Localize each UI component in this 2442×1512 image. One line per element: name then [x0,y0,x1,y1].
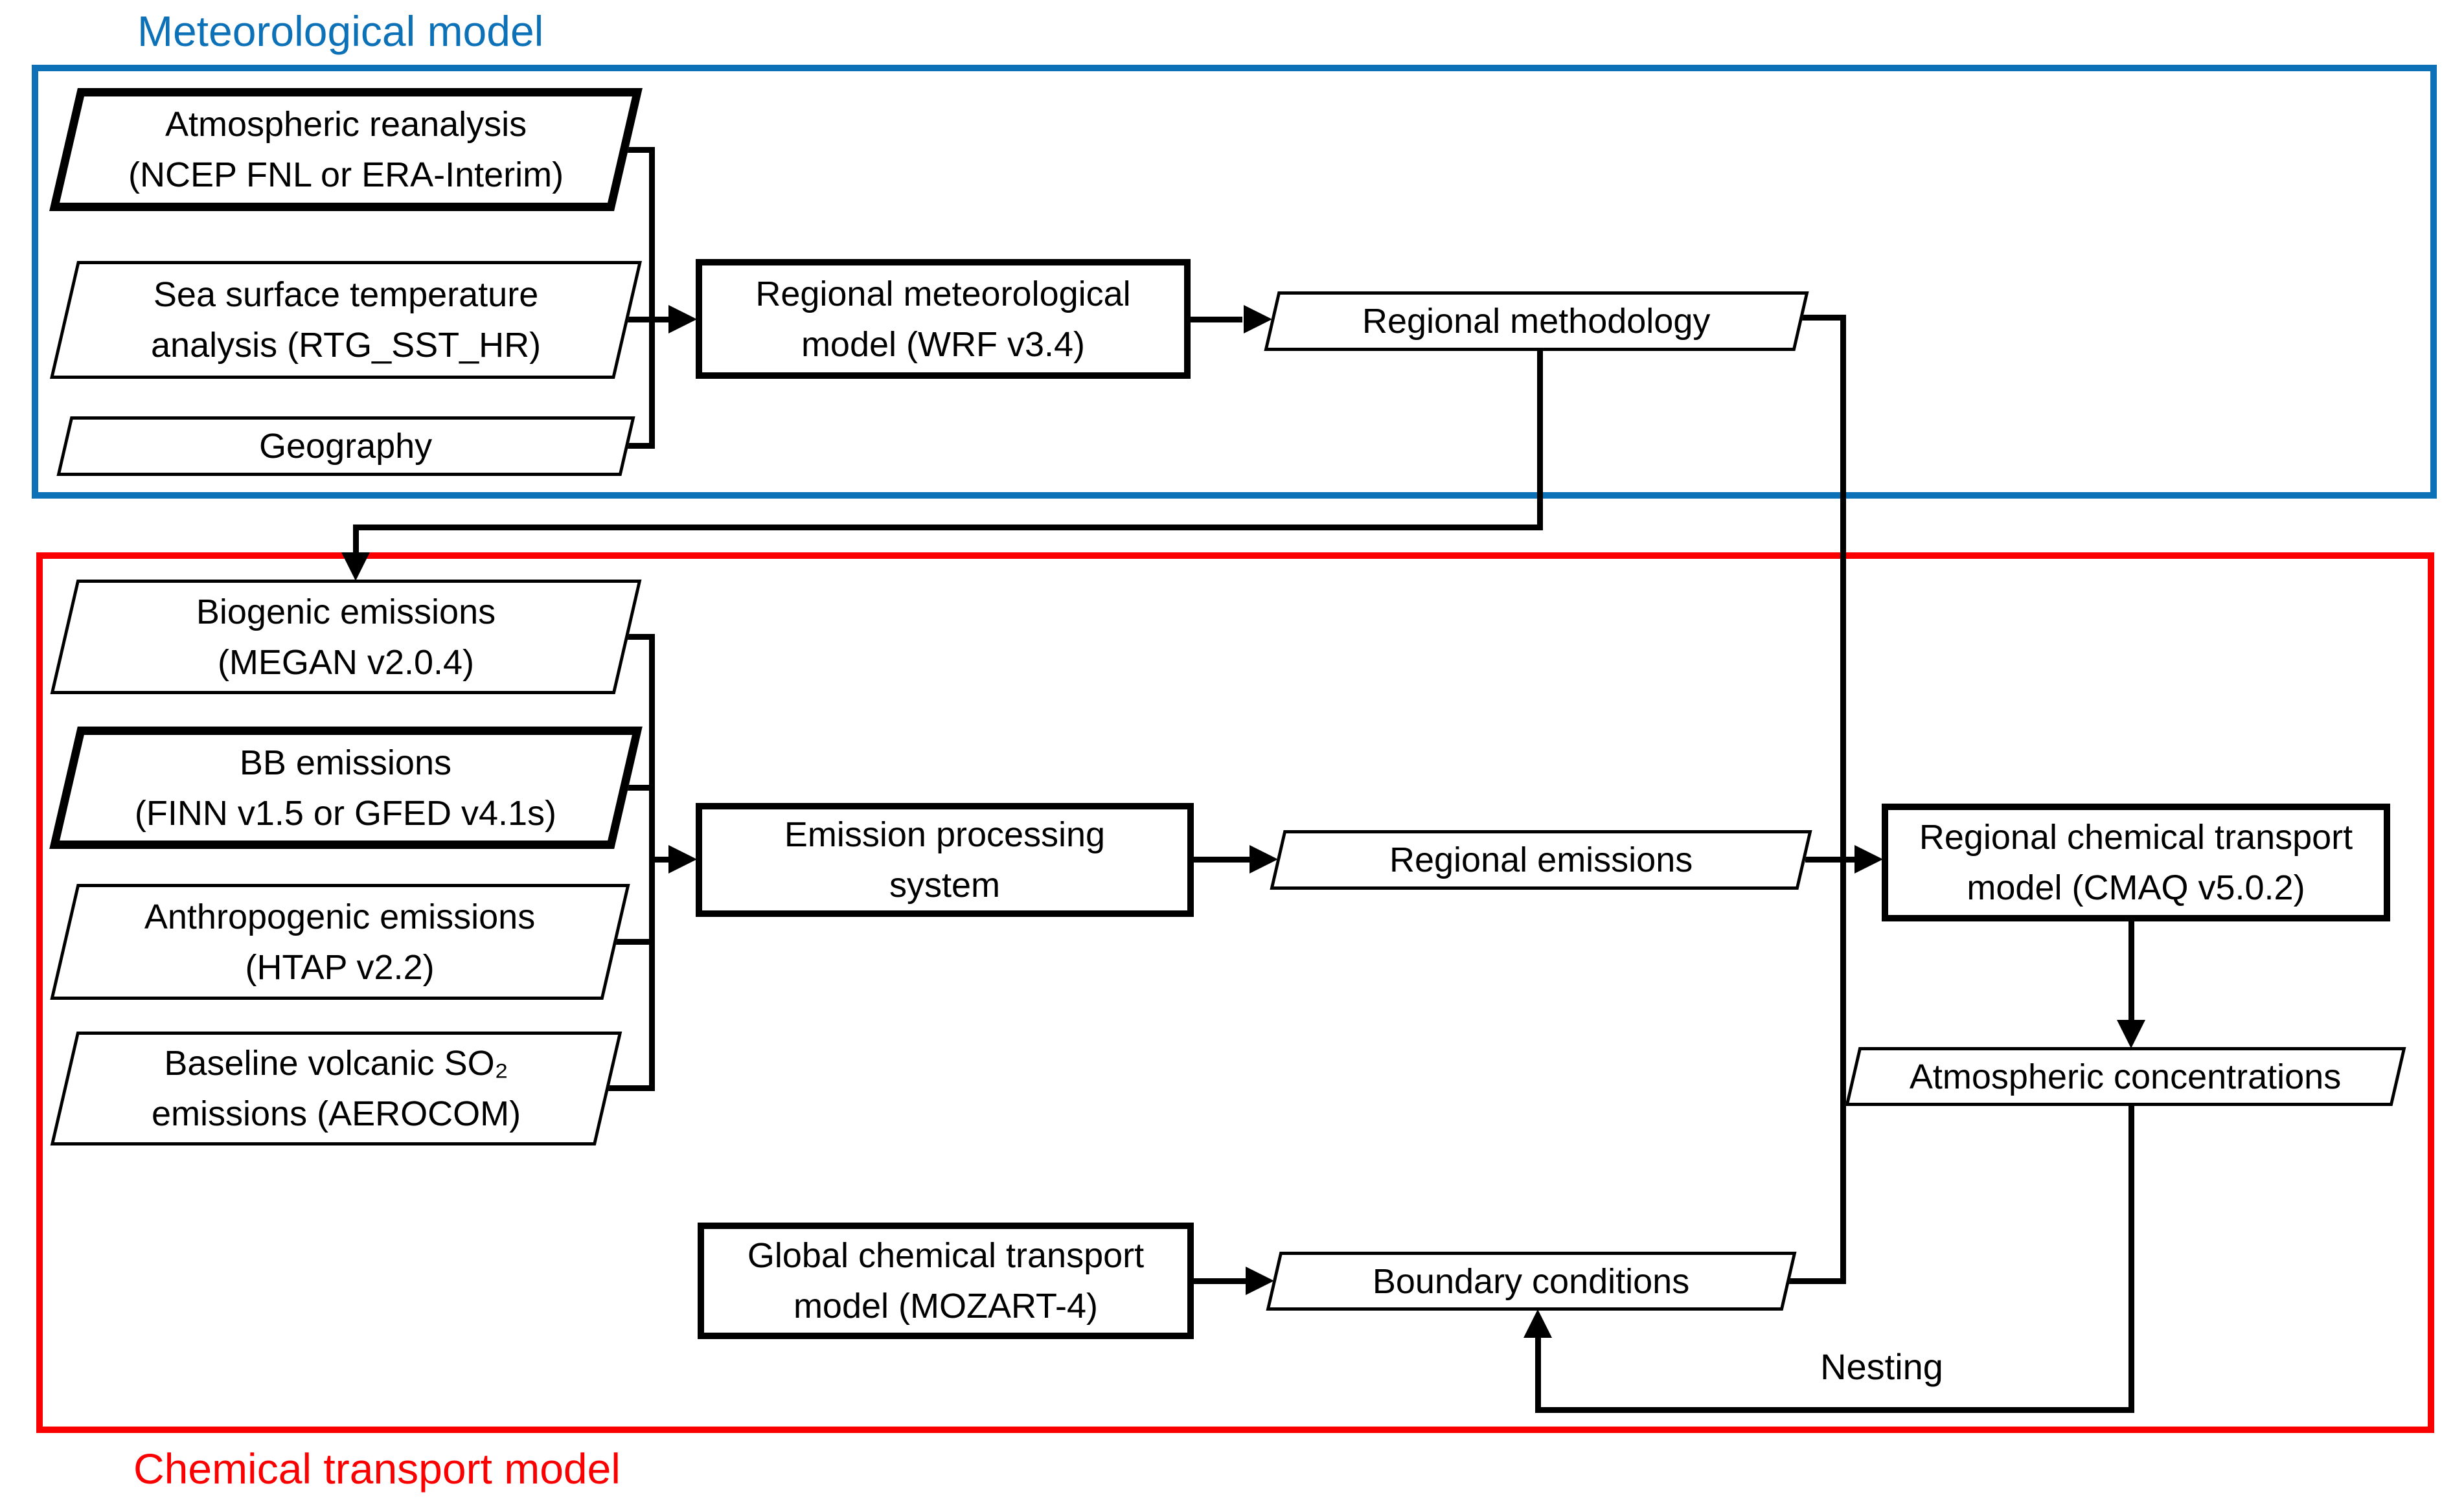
boundary-conditions-node-text-line-1: Boundary conditions [1373,1261,1690,1301]
mozart-to-boundary [1194,1278,1246,1284]
baseline-volcanic-so2-node: Baseline volcanic SO₂ emissions (AEROCOM) [50,1032,622,1145]
volcanic-connector [591,1085,654,1091]
regional-chemical-transport-model-node-text: Regional chemical transport model (CMAQ v… [1919,812,2353,913]
regional-methodology-node-text: Regional methodology [1362,296,1710,346]
methodology-vertical-bus [1840,315,1846,1283]
emissions-input-bus [649,634,655,1091]
arrowhead-into-boundary-left [1246,1267,1274,1295]
met-input-bus [649,147,655,449]
baseline-volcanic-so2-node-text: Baseline volcanic SO₂ emissions (AEROCOM) [152,1038,521,1139]
atmospheric-reanalysis-node-text: Atmospheric reanalysis (NCEP FNL or ERA-I… [128,99,564,200]
met-bus-to-wrf [652,317,670,322]
concentrations-drop [2128,1105,2134,1413]
baseline-volcanic-so2-node-text-line-1: Baseline volcanic SO₂ [164,1044,508,1083]
geography-node-text-line-1: Geography [259,427,433,466]
geography-connector [608,443,654,449]
regional-meteorological-model-node-text-line-1: Regional meteorological [755,274,1131,313]
atmospheric-concentrations-node-text-line-1: Atmospheric concentrations [1910,1057,2342,1096]
regional-emissions-to-cmaq [1805,857,1854,863]
arrowhead-into-concentrations [2117,1020,2145,1048]
emissions-bus-to-eps [652,857,670,863]
arrowhead-into-methodology [1244,305,1272,333]
emission-processing-system-node-text: Emission processing system [784,809,1105,910]
nesting-label: Nesting [1820,1346,1943,1387]
bb-emissions-node-text: BB emissions (FINN v1.5 or GFED v4.1s) [135,738,556,839]
emission-processing-system-node: Emission processing system [696,803,1194,917]
met-to-chem-horizontal [353,525,1543,530]
meteorological-model-group-box [32,65,2437,499]
global-chemical-transport-model-node-text: Global chemical transport model (MOZART-4… [747,1230,1144,1331]
global-chemical-transport-model-node-text-line-2: model (MOZART-4) [793,1287,1099,1326]
regional-meteorological-model-node-text-line-2: model (WRF v3.4) [801,324,1086,364]
nesting-vertical [1535,1337,1541,1410]
regional-chemical-transport-model-node-text-line-1: Regional chemical transport [1919,818,2353,857]
cmaq-to-concentrations [2128,921,2134,1021]
met-to-chem-drop [353,527,359,553]
boundary-conditions-node-text: Boundary conditions [1373,1256,1689,1307]
emission-processing-system-node-text-line-2: system [889,866,1000,905]
biogenic-emissions-node-text-line-1: Biogenic emissions [196,592,496,631]
atmospheric-reanalysis-node: Atmospheric reanalysis (NCEP FNL or ERA-I… [49,88,643,211]
chemical-transport-model-group-box [36,552,2434,1433]
anthropogenic-emissions-node-text: Anthropogenic emissions (HTAP v2.2) [144,892,535,993]
regional-emissions-node-text-line-1: Regional emissions [1389,841,1693,879]
regional-emissions-node-text: Regional emissions [1389,835,1693,885]
regional-meteorological-model-node: Regional meteorological model (WRF v3.4) [696,259,1191,379]
wrf-to-methodology [1191,317,1242,322]
emission-processing-system-node-text-line-1: Emission processing [784,815,1106,854]
boundary-conditions-node: Boundary conditions [1266,1252,1797,1311]
global-chemical-transport-model-node: Global chemical transport model (MOZART-4… [698,1223,1194,1339]
sst-connector [608,317,654,322]
regional-chemical-transport-model-node: Regional chemical transport model (CMAQ v… [1882,804,2390,921]
arrowhead-into-regional-emissions [1250,845,1278,874]
bb-emissions-node-text-line-1: BB emissions [240,743,452,782]
regional-methodology-node: Regional methodology [1264,291,1809,351]
regional-chemical-transport-model-node-text-line-2: model (CMAQ v5.0.2) [1967,868,2305,907]
atmospheric-reanalysis-node-text-line-1: Atmospheric reanalysis [165,105,527,144]
reanalysis-connector [608,147,654,153]
regional-emissions-node: Regional emissions [1270,830,1812,890]
atmospheric-concentrations-node: Atmospheric concentrations [1845,1047,2406,1106]
anthropogenic-emissions-node: Anthropogenic emissions (HTAP v2.2) [50,884,630,1000]
atmospheric-concentrations-node-text: Atmospheric concentrations [1910,1052,2341,1102]
arrowhead-into-cmaq [1854,845,1883,874]
anthropogenic-emissions-node-text-line-2: (HTAP v2.2) [245,947,435,987]
geography-node-text: Geography [259,421,432,471]
biogenic-connector [608,634,654,640]
arrowhead-into-boundary-bottom [1523,1309,1552,1338]
bb-connector [608,785,654,791]
baseline-volcanic-so2-node-text-line-2: emissions (AEROCOM) [151,1094,521,1133]
sea-surface-temperature-node-text-line-1: Sea surface temperature [153,275,539,314]
eps-to-regional-emissions [1194,857,1250,863]
meteorological-model-group-label: Meteorological model [137,7,544,55]
boundary-conditions-right-link [1785,1278,1846,1284]
biogenic-emissions-node-text-line-2: (MEGAN v2.0.4) [217,642,475,682]
geography-node: Geography [56,416,635,476]
atmospheric-reanalysis-node-text-line-2: (NCEP FNL or ERA-Interim) [128,155,564,194]
biogenic-emissions-node: Biogenic emissions (MEGAN v2.0.4) [50,580,642,694]
methodology-right-stub [1801,315,1846,321]
sea-surface-temperature-node-text-line-2: analysis (RTG_SST_HR) [150,326,542,365]
regional-methodology-node-text-line-1: Regional methodology [1362,302,1711,341]
regional-meteorological-model-node-text: Regional meteorological model (WRF v3.4) [755,269,1130,370]
bb-emissions-node-text-line-2: (FINN v1.5 or GFED v4.1s) [135,793,557,833]
methodology-drop [1537,350,1543,530]
arrowhead-into-wrf [668,305,697,333]
arrowhead-into-eps [668,845,697,874]
chemical-transport-model-group-label: Chemical transport model [133,1445,621,1493]
sea-surface-temperature-node-text: Sea surface temperature analysis (RTG_SST… [151,269,541,370]
anthropogenic-connector [597,939,654,945]
bb-emissions-node: BB emissions (FINN v1.5 or GFED v4.1s) [49,727,643,849]
arrowhead-into-biogenic [341,552,370,581]
global-chemical-transport-model-node-text-line-1: Global chemical transport [747,1236,1145,1275]
anthropogenic-emissions-node-text-line-1: Anthropogenic emissions [144,897,536,936]
sea-surface-temperature-node: Sea surface temperature analysis (RTG_SST… [49,261,643,379]
biogenic-emissions-node-text: Biogenic emissions (MEGAN v2.0.4) [196,587,496,688]
nesting-horizontal [1535,1407,2134,1413]
